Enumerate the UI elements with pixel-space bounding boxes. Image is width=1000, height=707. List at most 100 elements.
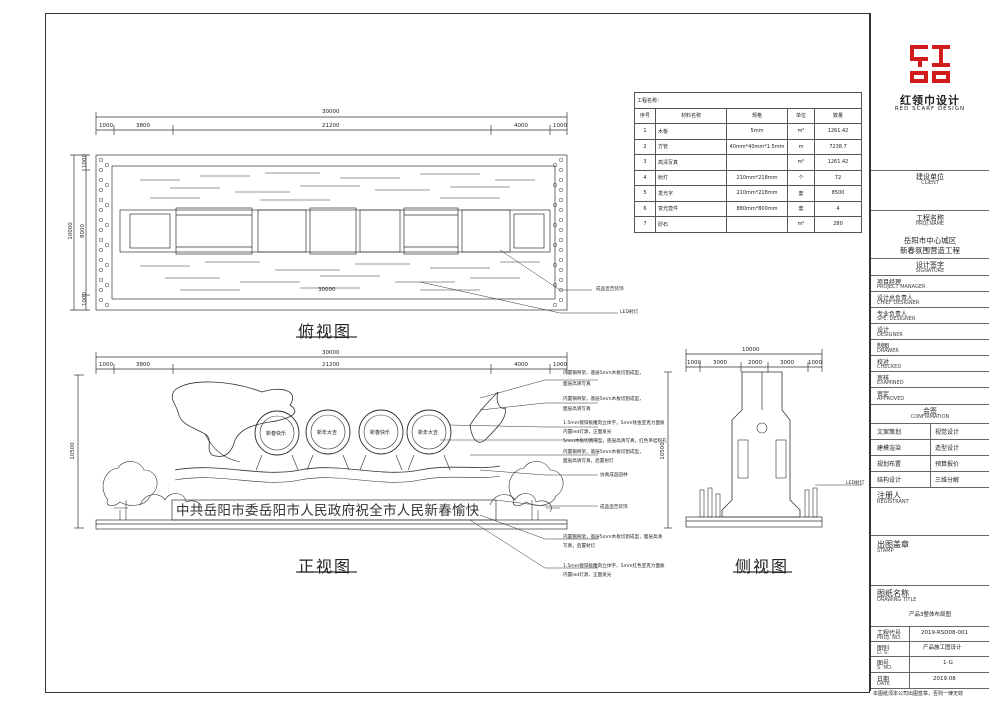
checked-label: 校对 <box>877 359 890 366</box>
sheet-no-label: 图号 <box>877 660 890 667</box>
dim-seg5: 1000 <box>553 123 567 129</box>
table-row: 1 木板 5mm m² 1261.42 <box>634 123 862 140</box>
table-cell: 个 <box>787 169 815 186</box>
table-cell: 210mm*218mm <box>726 185 788 202</box>
material-table-project: 工程名称： <box>634 92 862 109</box>
front-note-11: 成品壶吉装饰 <box>600 505 628 510</box>
sheet-no-value: 1-G <box>943 660 953 666</box>
table-cell: 1261.42 <box>814 154 862 171</box>
side-note: LED射灯 <box>846 481 865 486</box>
dim-height-front: 10500 <box>69 442 76 460</box>
top-note-1: 成品壶吉装饰 <box>596 287 624 292</box>
table-cell: m² <box>787 123 815 140</box>
signature-label: 设计签字 <box>916 261 944 269</box>
drum-label-4: 新年大吉 <box>418 430 439 436</box>
conf-row-1b: 视觉设计 <box>935 429 960 436</box>
spe-designer-label: 专业负责人 <box>877 311 908 318</box>
table-cell: 套 <box>787 200 815 217</box>
conf-row-4b: 三维分解 <box>935 477 960 484</box>
dim-seg1: 1000 <box>99 123 113 129</box>
drawing-title-value: 产品3整体布局图 <box>909 612 951 618</box>
dim-height-top-inner: 8000 <box>80 224 86 238</box>
title-block: 红领巾设计 RED SCARF DESIGN 建设单位 CLIENT 工程名称 … <box>870 13 989 697</box>
dim-front-seg1: 1000 <box>99 362 113 368</box>
dim-front-seg4: 4000 <box>514 362 528 368</box>
table-row: 6 变光壶件 880mm*800mm 套 4 <box>634 200 862 217</box>
front-note-2: 面层高清写真 <box>563 382 591 387</box>
conf-row-2b: 造型设计 <box>935 445 960 452</box>
col-header: 规格 <box>726 107 788 124</box>
stamp-label-en: STAMP <box>877 548 894 554</box>
proj-no-label-en: PROJ. NO. <box>877 635 902 641</box>
footer-note: 本图纸须本公司出图签章，否则一律无效 <box>873 691 964 697</box>
dim-seg3: 21200 <box>322 123 340 129</box>
stamp-label: 出图盖章 <box>877 540 909 549</box>
col-header: 序号 <box>634 107 656 124</box>
drum-label-3: 新春快乐 <box>370 430 391 436</box>
drawing-stage-label: 图别 <box>877 645 890 652</box>
approved-label-en: APPROVED <box>877 396 905 402</box>
table-cell: 变光壶件 <box>655 200 727 217</box>
registrant-label-en: REGISTRANT <box>877 499 909 505</box>
table-cell: 2 <box>634 138 656 155</box>
table-cell: 3 <box>634 154 656 171</box>
slogan-text: 中共岳阳市委岳阳市人民政府祝全市人民新春愉快 <box>176 503 480 519</box>
signature-label-en: SIGNATURE <box>915 268 945 274</box>
col-header: 单位 <box>787 107 815 124</box>
dim-side-3: 2000 <box>748 360 762 366</box>
dim-height-top-b: 1000 <box>82 292 88 306</box>
front-note-3: 内置钢骨架，基层5mm木板切割成型， <box>563 397 644 402</box>
dim-front-seg5: 1000 <box>553 362 567 368</box>
drum-label-2: 新年大吉 <box>317 430 338 436</box>
col-header: 材料名称 <box>655 107 727 124</box>
dim-front-seg3: 21200 <box>322 362 340 368</box>
examined-label: 审核 <box>877 375 890 382</box>
table-cell: 40mm*40mm*1.5mm <box>726 138 788 155</box>
examined-label-en: EXAMINED <box>877 380 904 386</box>
table-cell: m <box>787 138 815 155</box>
drawing-title-label-en: DRAWING TITLE <box>877 597 917 603</box>
table-row: 5 发光字 210mm*218mm 套 8500 <box>634 185 862 202</box>
client-label: 建设单位 <box>916 173 944 181</box>
top-note-2: LED射灯 <box>620 310 639 315</box>
drawing-stage-label-en: D. S. <box>877 650 889 656</box>
front-note-12: 内置钢骨架，基层5mm木板切割成型，面层高清 <box>563 535 663 540</box>
front-note-10: 仿真成品园林 <box>600 473 628 478</box>
dim-seg2: 3800 <box>136 123 150 129</box>
front-note-9: 面层高清写真，后置射灯 <box>563 459 614 464</box>
dim-side-total: 10000 <box>742 347 760 353</box>
approved-label: 审定 <box>877 391 890 398</box>
col-header: 数量 <box>814 107 862 124</box>
dim-seg4: 4000 <box>514 123 528 129</box>
dim-side-4: 3000 <box>780 360 794 366</box>
company-name: 红领巾设计 <box>900 94 960 107</box>
chief-designer-label: 设计总负责人 <box>877 295 914 302</box>
client-label-en: CLIENT <box>921 180 939 186</box>
drawing-title-label: 图纸名称 <box>877 589 909 598</box>
front-note-13: 写真，后置射灯 <box>563 544 596 549</box>
front-note-1: 内置钢骨架，基层5mm木板切割成型， <box>563 371 644 376</box>
drawer-label-en: DRAWER <box>877 348 899 354</box>
conf-row-3b: 预算报价 <box>935 461 960 468</box>
table-row: 7 砂石 m² 280 <box>634 216 862 233</box>
dim-side-1: 1000 <box>687 360 701 366</box>
table-cell: 210mm*218mm <box>726 169 788 186</box>
table-cell: 方管 <box>655 138 727 155</box>
table-cell: 1 <box>634 123 656 140</box>
dim-total-front: 30000 <box>322 350 340 356</box>
drawing-stage-value: 产品施工图设计 <box>923 645 962 651</box>
conf-row-4a: 结构设计 <box>877 477 902 484</box>
view-title-top: 俯视图 <box>298 322 353 341</box>
confirmation-label-en: CONFIRMATION <box>910 414 950 420</box>
table-cell: 7 <box>634 216 656 233</box>
company-logo-icon <box>910 45 950 83</box>
company-name-en: RED SCARF DESIGN <box>894 106 966 112</box>
drum-label-1: 新春快乐 <box>266 431 287 437</box>
dim-front-seg2: 3800 <box>136 362 150 368</box>
proj-no-label: 工程代号 <box>877 630 902 637</box>
table-cell <box>726 154 788 171</box>
table-cell: 280 <box>814 216 862 233</box>
date-label: 日期 <box>877 676 890 683</box>
dim-side-2: 3000 <box>713 360 727 366</box>
